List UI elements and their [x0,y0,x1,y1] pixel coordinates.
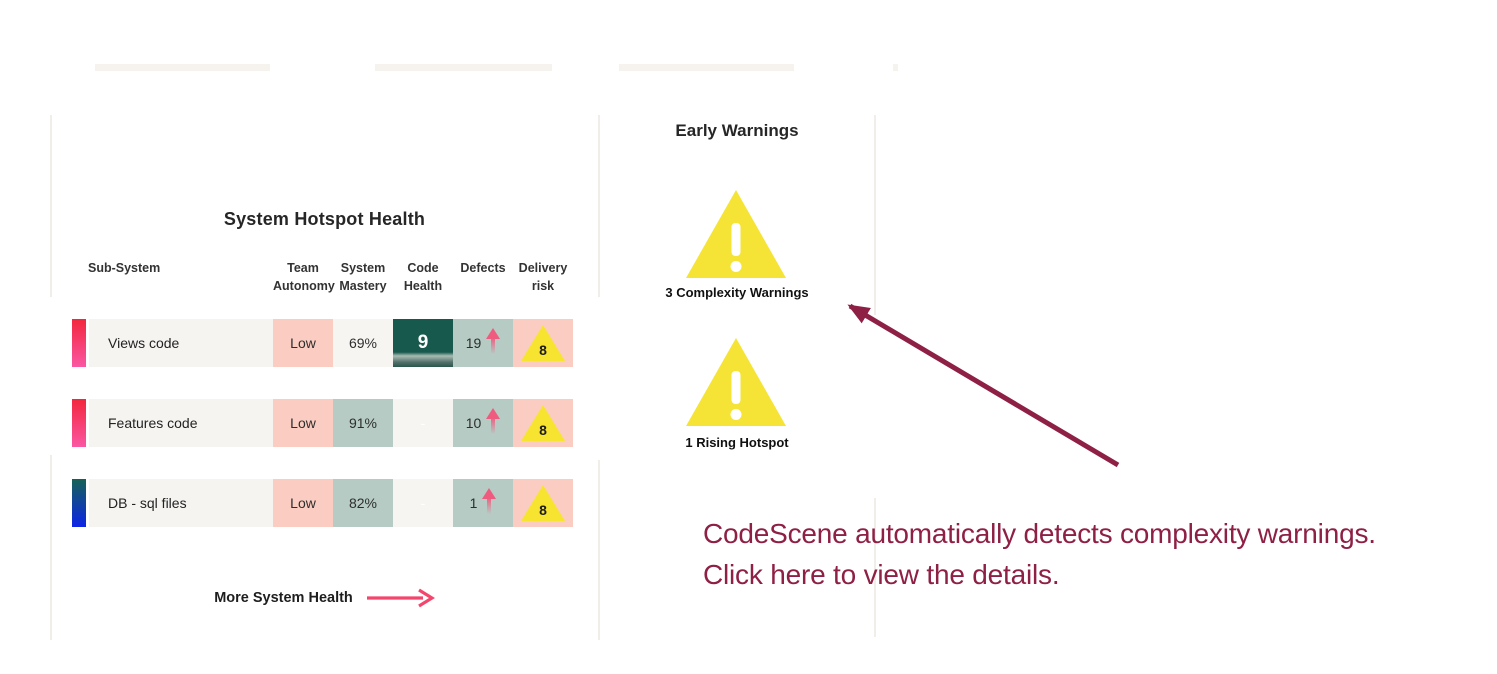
defects-cell: 10 [453,399,513,447]
warning-triangle-icon [686,338,786,426]
system-mastery-cell: 91% [333,399,393,447]
team-autonomy-cell: Low [273,319,333,367]
defects-count: 1 [469,495,478,511]
top-cutoff-card [375,64,552,71]
page-title: System Hotspot Health [223,209,426,229]
delivery-risk-score: 8 [539,502,547,518]
column-header-system-mastery: System Mastery [339,261,387,293]
defects-count: 10 [465,415,482,431]
subsystem-color-bar [72,399,86,447]
panel-divider [50,115,52,297]
subsystem-color-bar [72,319,86,367]
column-header-sub-system: Sub-System [88,261,161,275]
system-mastery-cell: 82% [333,479,393,527]
annotation-arrow [847,303,1120,468]
subsystem-color-bar [72,479,86,527]
delivery-risk-score: 8 [539,422,547,438]
warning-triangle-icon: 8 [521,325,565,361]
defects-count: 19 [465,335,482,351]
warning-triangle-icon: 8 [521,405,565,441]
panel-divider [598,115,600,297]
trend-up-arrow-icon [486,326,501,356]
panel-divider [50,455,52,640]
delivery-risk-score: 8 [539,342,547,358]
annotation-line-2: Click here to view the details. [703,559,1060,590]
warning-label: 1 Rising Hotspot [685,435,789,450]
panel-divider [874,498,876,637]
right-arrow-icon [366,588,435,608]
defects-cell: 1 [453,479,513,527]
system-mastery-cell: 69% [333,319,393,367]
column-header-team-autonomy: Team Autonomy [273,261,335,293]
warning-label: 3 Complexity Warnings [665,285,809,300]
panel-divider [874,115,876,315]
team-autonomy-cell: Low [273,479,333,527]
annotation-line-1: CodeScene automatically detects complexi… [703,518,1376,549]
subsystem-name: DB - sql files [89,479,273,527]
top-cutoff-card [893,64,898,71]
trend-up-arrow-icon [482,486,497,516]
defects-cell: 19 [453,319,513,367]
delivery-risk-cell: 8 [513,479,573,527]
code-health-cell: - [393,399,453,447]
team-autonomy-cell: Low [273,399,333,447]
trend-up-arrow-icon [486,406,501,436]
top-cutoff-card [95,64,270,71]
panel-divider [598,460,600,640]
warning-triangle-icon: 8 [521,485,565,521]
code-health-cell: 9 [393,319,453,367]
delivery-risk-cell: 8 [513,399,573,447]
top-cutoff-card [619,64,794,71]
code-health-score: 9 [417,332,429,353]
delivery-risk-cell: 8 [513,319,573,367]
code-health-score: - [420,415,426,431]
warning-triangle-icon [686,190,786,278]
annotation-text: CodeScene automatically detects complexi… [703,513,1376,595]
more-system-health-link[interactable]: More System Health [50,588,599,608]
code-health-score: - [420,495,426,511]
column-header-code-health: Code Health [403,261,443,293]
column-header-delivery-risk: Delivery risk [518,261,568,293]
more-system-health-label: More System Health [214,590,353,606]
code-health-cell: - [393,479,453,527]
column-header-defects: Defects [460,261,506,275]
subsystem-name: Views code [89,319,273,367]
early-warnings-title: Early Warnings [675,121,799,140]
subsystem-name: Features code [89,399,273,447]
